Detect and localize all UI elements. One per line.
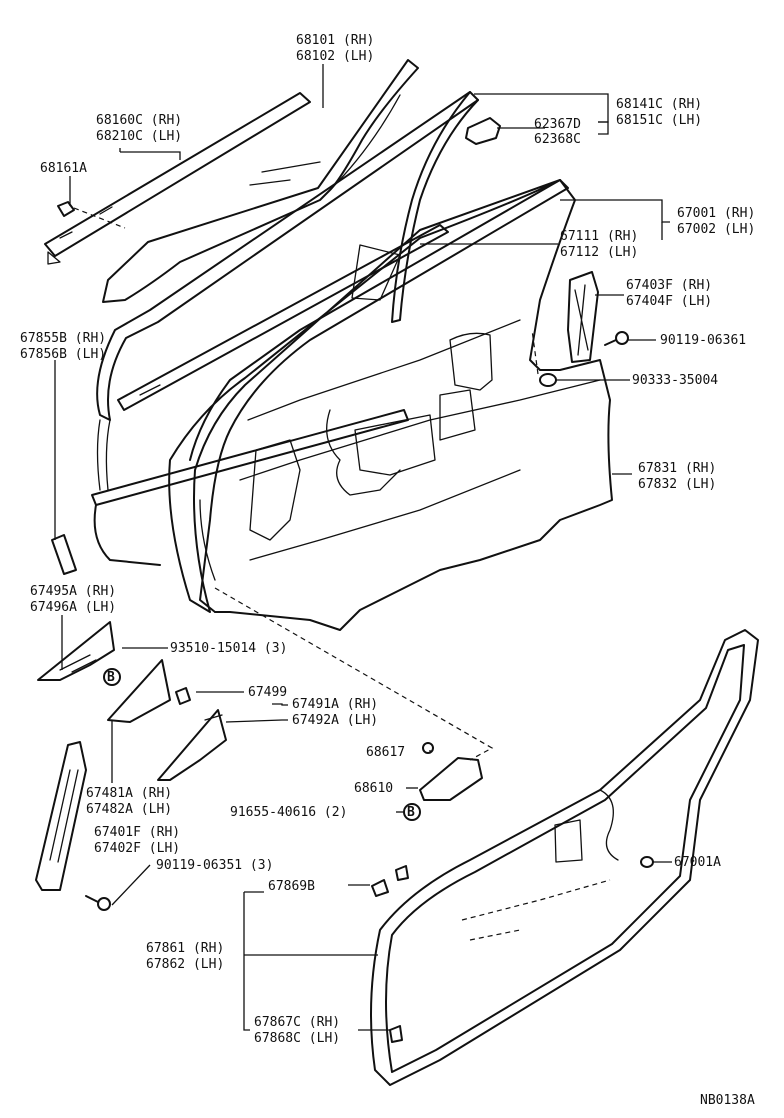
label-67492a: 67492A (LH) — [292, 713, 378, 728]
plug-35004 — [531, 329, 557, 387]
outer-belt-weatherstrip — [44, 92, 311, 265]
label-68160c: 68160C (RH) — [96, 113, 182, 128]
grommet-15014: B — [103, 668, 121, 686]
part-labels: 68101 (RH) 68102 (LH) 68160C (RH) 68210C… — [20, 33, 755, 1108]
bolt-06361 — [604, 331, 629, 346]
bolt-06351 — [85, 895, 111, 911]
cover-67491a — [157, 709, 227, 781]
label-62367d: 62367D — [534, 117, 581, 132]
label-90119-06351: 90119-06351 (3) — [156, 858, 273, 873]
label-68610: 68610 — [354, 781, 393, 796]
door-inner-panel — [189, 179, 613, 631]
moulding-67855b — [51, 534, 77, 575]
stopper — [465, 117, 501, 145]
label-90119-06361: 90119-06361 — [660, 333, 746, 348]
clip-67499 — [175, 687, 191, 705]
label-67481a: 67481A (RH) — [86, 786, 172, 801]
leader-lines — [54, 64, 672, 1031]
label-68102: 68102 (LH) — [296, 49, 374, 64]
label-93510-15014: 93510-15014 (3) — [170, 641, 287, 656]
label-67112: 67112 (LH) — [560, 245, 638, 260]
label-68161a: 68161A — [40, 161, 87, 176]
label-68141c: 68141C (RH) — [616, 97, 702, 112]
label-67867c: 67867C (RH) — [254, 1015, 340, 1030]
grommet-mark: B — [107, 670, 115, 685]
rear-regulator — [567, 271, 599, 363]
front-regulator — [35, 741, 87, 891]
diagram-id: NB0138A — [700, 1093, 755, 1108]
label-67491a: 67491A (RH) — [292, 697, 378, 712]
label-67831: 67831 (RH) — [638, 461, 716, 476]
label-67001a: 67001A — [674, 855, 721, 870]
label-67403f: 67403F (RH) — [626, 278, 712, 293]
label-67855b: 67855B (RH) — [20, 331, 106, 346]
label-68101: 68101 (RH) — [296, 33, 374, 48]
run-channel — [91, 91, 479, 506]
label-67496a: 67496A (LH) — [30, 600, 116, 615]
label-67404f: 67404F (LH) — [626, 294, 712, 309]
label-62368c: 62368C — [534, 132, 581, 147]
label-67856b: 67856B (LH) — [20, 347, 106, 362]
label-67832: 67832 (LH) — [638, 477, 716, 492]
label-67495a: 67495A (RH) — [30, 584, 116, 599]
label-67868c: 67868C (LH) — [254, 1031, 340, 1046]
label-90333-35004: 90333-35004 — [632, 373, 718, 388]
clip-67869b — [371, 865, 409, 897]
grommet-40616: B — [403, 803, 421, 821]
mirror-seal — [37, 621, 115, 681]
label-67499: 67499 — [248, 685, 287, 700]
clip-68161a — [57, 201, 126, 229]
label-91655-40616: 91655-40616 (2) — [230, 805, 347, 820]
label-68210c: 68210C (LH) — [96, 129, 182, 144]
label-67001: 67001 (RH) — [677, 206, 755, 221]
window-lower-edge — [93, 224, 449, 566]
door-weatherstrip — [370, 629, 759, 1086]
label-67111: 67111 (RH) — [560, 229, 638, 244]
label-67002: 67002 (LH) — [677, 222, 755, 237]
label-68617: 68617 — [366, 745, 405, 760]
grommet-mark-2: B — [407, 805, 415, 820]
retainer-67867c — [389, 1025, 403, 1043]
clip-67001a — [640, 856, 654, 868]
label-67869b: 67869B — [268, 879, 315, 894]
label-68151c: 68151C (LH) — [616, 113, 702, 128]
label-67861: 67861 (RH) — [146, 941, 224, 956]
frame-sash — [168, 179, 561, 613]
label-67402f: 67402F (LH) — [94, 841, 180, 856]
seal-67481a — [107, 659, 171, 723]
label-67862: 67862 (LH) — [146, 957, 224, 972]
label-67401f: 67401F (RH) — [94, 825, 180, 840]
label-67482a: 67482A (LH) — [86, 802, 172, 817]
